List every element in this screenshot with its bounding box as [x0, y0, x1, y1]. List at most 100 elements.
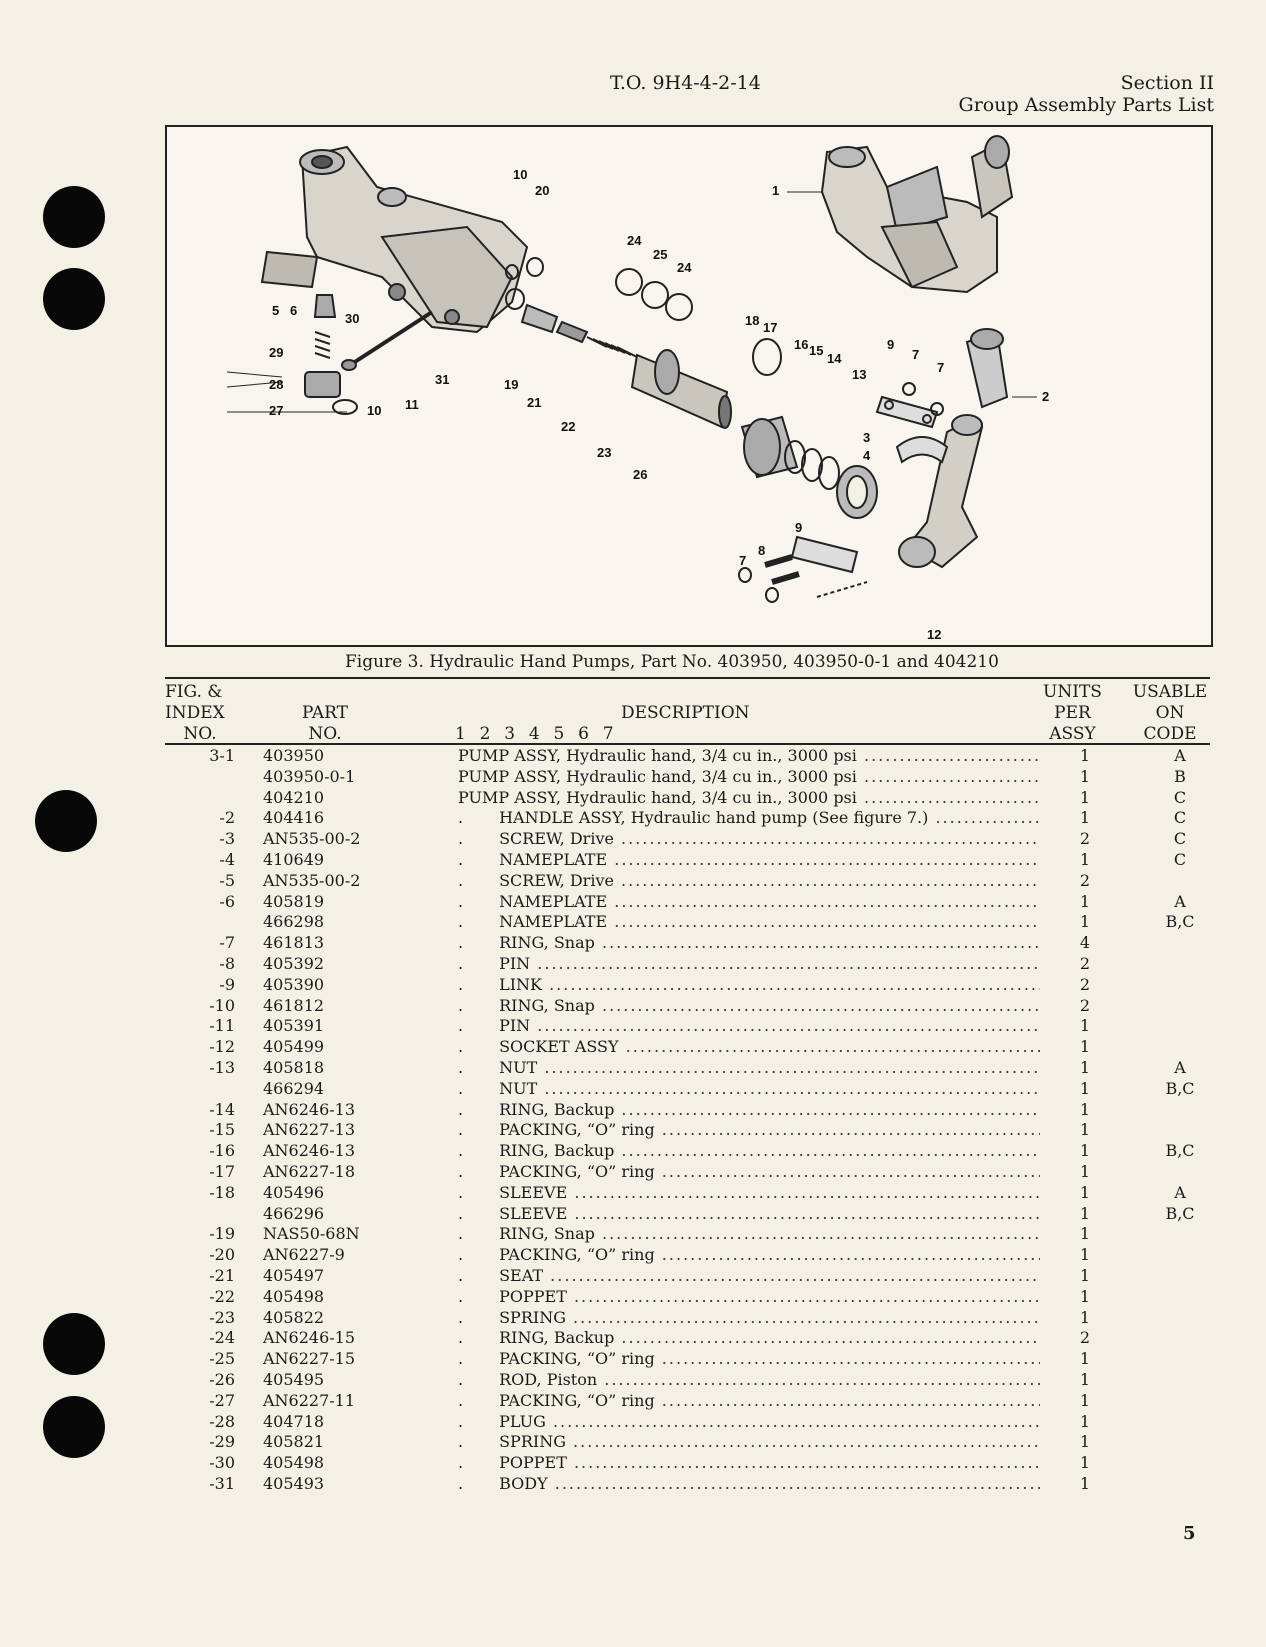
indent-dot: . [458, 1161, 464, 1181]
callout-19: 19 [504, 377, 518, 392]
indent-dot: . [458, 995, 464, 1015]
binder-hole-top [43, 186, 105, 248]
header-part: PART NO. [270, 703, 380, 745]
indent-dot: . [458, 1078, 464, 1098]
part-number-cell: 405498 [263, 1286, 325, 1306]
indent-dot: . [458, 1473, 464, 1493]
table-top-rule [165, 677, 1210, 679]
indent-dot: . [458, 1141, 464, 1161]
description-text: NAMEPLATE [499, 891, 608, 911]
indent-dot: . [458, 849, 464, 869]
header-units-line1: UNITS [1043, 682, 1102, 702]
header-part-line1: PART [302, 703, 348, 723]
units-per-assy-cell: 1 [1079, 1453, 1091, 1473]
indent-dot: . [458, 1203, 464, 1223]
index-cell: 3-1 [209, 746, 235, 765]
index-cell: -21 [209, 1265, 235, 1285]
description-cell: .RING, Snap ............................… [458, 933, 1040, 954]
leader-dots: ........................................… [621, 1328, 1040, 1348]
description-text: RING, Backup [499, 1099, 615, 1119]
leader-dots: ........................................… [863, 766, 1040, 786]
index-cell: -10 [209, 995, 235, 1015]
table-row: 466294.NUT .............................… [165, 1079, 1210, 1100]
leader-dots: ........................................… [601, 995, 1040, 1015]
usable-on-code-cell: B [1174, 766, 1186, 786]
description-cell: .PACKING, “O” ring .....................… [458, 1162, 1040, 1183]
callout-6: 6 [290, 303, 297, 318]
units-per-assy-cell: 1 [1079, 1411, 1091, 1431]
description-text: SCREW, Drive [499, 870, 614, 890]
leader-dots: ........................................… [601, 1224, 1040, 1244]
description-cell: .RING, Backup ..........................… [458, 1328, 1040, 1349]
units-per-assy-cell: 1 [1079, 1037, 1091, 1057]
description-cell: .POPPET ................................… [458, 1453, 1040, 1474]
description-cell: .ROD, Piston ...........................… [458, 1370, 1040, 1391]
header-index-line3: NO. [183, 724, 217, 744]
description-text: RING, Snap [499, 995, 595, 1015]
index-cell: -26 [209, 1369, 235, 1389]
description-cell: .NAMEPLATE .............................… [458, 912, 1040, 933]
to-number: T.O. 9H4-4-2-14 [610, 72, 761, 94]
usable-on-code-cell: A [1174, 1182, 1186, 1202]
description-text: PACKING, “O” ring [499, 1349, 655, 1369]
description-cell: .PACKING, “O” ring .....................… [458, 1245, 1040, 1266]
indent-dot: . [458, 1120, 464, 1140]
usable-on-code-cell: C [1173, 849, 1187, 869]
binder-hole-middle [35, 790, 97, 852]
description-cell: .NUT ...................................… [458, 1058, 1040, 1079]
description-cell: .SOCKET ASSY ...........................… [458, 1037, 1040, 1058]
description-text: PACKING, “O” ring [499, 1390, 655, 1410]
units-per-assy-cell: 2 [1079, 995, 1091, 1015]
part-number-cell: AN6227-13 [263, 1120, 356, 1140]
part-number-cell: 466294 [263, 1078, 325, 1098]
binder-hole-upper [43, 268, 105, 330]
description-cell: .SPRING ................................… [458, 1308, 1040, 1329]
usable-on-code-cell: C [1173, 829, 1187, 849]
leader-dots: ........................................… [661, 1120, 1040, 1140]
units-per-assy-cell: 1 [1079, 1286, 1091, 1306]
exploded-view-figure: 10 20 24 25 24 1 5 6 30 29 28 27 10 11 3… [165, 125, 1213, 647]
index-cell: -4 [219, 849, 235, 869]
part-number-cell: AN535-00-2 [263, 829, 361, 849]
header-usable-line1: USABLE [1132, 682, 1208, 702]
index-cell: -3 [219, 829, 235, 849]
index-cell: -28 [209, 1411, 235, 1431]
description-cell: PUMP ASSY, Hydraulic hand, 3/4 cu in., 3… [458, 788, 1040, 809]
description-text: PLUG [499, 1411, 546, 1431]
indent-dot: . [458, 912, 464, 932]
leader-dots: ........................................… [573, 1453, 1040, 1473]
leader-dots: ........................................… [601, 933, 1040, 953]
callout-26: 26 [633, 467, 647, 482]
callout-1: 1 [772, 183, 779, 198]
leader-dots: ........................................… [661, 1245, 1040, 1265]
callout-8: 8 [758, 543, 765, 558]
part-number-cell: AN6227-18 [263, 1161, 356, 1181]
indent-dot: . [458, 1411, 464, 1431]
callout-27: 27 [269, 403, 283, 418]
header-description-title: DESCRIPTION [621, 703, 750, 723]
description-text: RING, Backup [499, 1141, 615, 1161]
leader-dots: ........................................… [614, 891, 1040, 911]
leader-dots: ........................................… [625, 1037, 1040, 1057]
indent-dot: . [458, 1369, 464, 1389]
index-cell: -12 [209, 1037, 235, 1057]
part-number-cell: 405391 [263, 1016, 325, 1036]
description-text: PUMP ASSY, Hydraulic hand, 3/4 cu in., 3… [458, 766, 857, 786]
leader-dots: ........................................… [614, 912, 1040, 932]
leader-dots: ........................................… [537, 1016, 1040, 1036]
leader-dots: ........................................… [550, 1265, 1040, 1285]
units-per-assy-cell: 1 [1079, 1078, 1091, 1098]
usable-on-code-cell: C [1173, 787, 1187, 807]
part-number-cell: 461813 [263, 933, 325, 953]
callout-13: 13 [852, 367, 866, 382]
part-number-cell: 405818 [263, 1057, 325, 1077]
leader-dots: ........................................… [554, 1473, 1040, 1493]
usable-on-code-cell: B,C [1165, 1141, 1195, 1161]
description-text: SLEEVE [499, 1182, 568, 1202]
callout-21: 21 [527, 395, 541, 410]
